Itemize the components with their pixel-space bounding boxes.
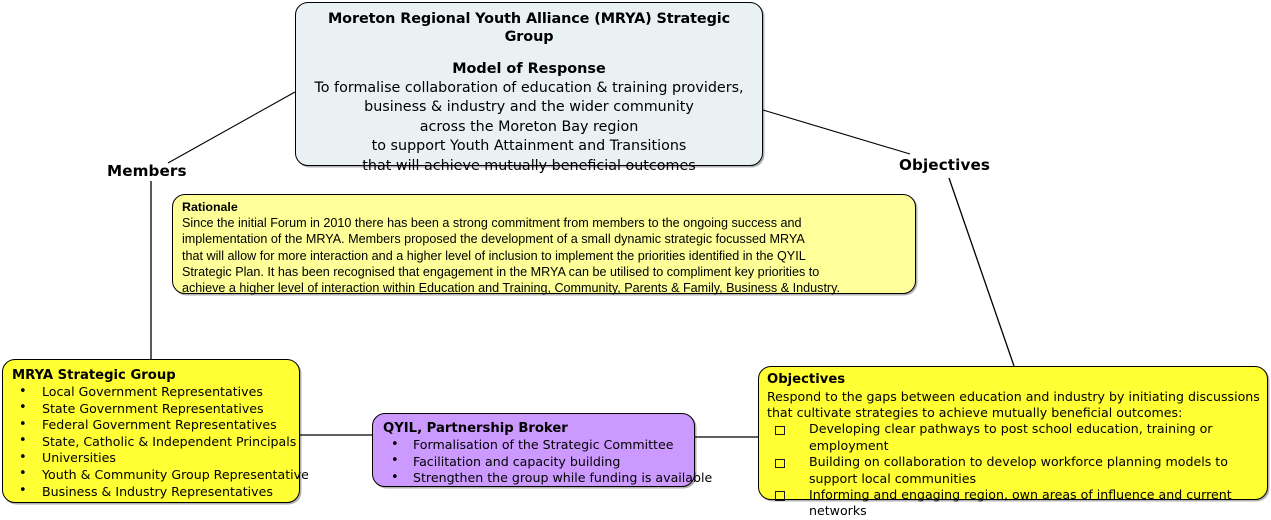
- list-item: Building on collaboration to develop wor…: [767, 454, 1262, 487]
- list-item: Youth & Community Group Representative: [12, 466, 309, 484]
- objectives-intro-line-2: that cultivate strategies to achieve mut…: [767, 404, 1183, 420]
- rationale-line-3: that will allow for more interaction and…: [182, 248, 806, 263]
- list-item: Federal Government Representatives: [12, 417, 293, 434]
- strategic-group-line-5: that will achieve mutually beneficial ou…: [362, 157, 696, 174]
- connector-objectives-label-to-objectives-box: [948, 177, 1015, 367]
- list-item: State, Catholic & Independent Principals: [12, 433, 296, 451]
- objectives-list: Developing clear pathways to post school…: [767, 421, 1262, 519]
- list-item: Facilitation and capacity building: [383, 453, 688, 471]
- qyil-partnership-broker-box: QYIL, Partnership Broker Formalisation o…: [372, 413, 712, 487]
- list-item: State Government Representatives: [12, 400, 293, 418]
- strategic-group-line-4: to support Youth Attainment and Transiti…: [371, 138, 687, 155]
- strategic-group-box: Moreton Regional Youth Alliance (MRYA) S…: [295, 2, 763, 174]
- list-item: Local Government Representatives: [12, 384, 293, 401]
- list-item: Strengthen the group while funding is av…: [383, 470, 712, 487]
- rationale-heading: Rationale: [182, 200, 238, 214]
- checkbox-icon: [775, 458, 785, 469]
- connector-strategic-to-objectives: [762, 109, 911, 155]
- rationale-line-4: Strategic Plan. It has been recognised t…: [182, 264, 820, 279]
- list-item: Informing and engaging region, own areas…: [767, 487, 1262, 520]
- objectives-heading: Objectives: [767, 372, 846, 387]
- strategic-group-line-1: To formalise collaboration of education …: [314, 80, 744, 96]
- checkbox-icon: [775, 425, 785, 436]
- objectives-intro-line-1: Respond to the gaps between education an…: [767, 388, 1260, 404]
- rationale-line-5: achieve a higher level of interaction wi…: [182, 281, 840, 296]
- strategic-group-subtitle: Model of Response: [452, 61, 606, 77]
- rationale-box: Rationale Since the initial Forum in 201…: [172, 194, 916, 296]
- list-item: Developing clear pathways to post school…: [767, 421, 1262, 454]
- list-item: Universities: [12, 450, 293, 467]
- rationale-line-2: implementation of the MRYA. Members prop…: [182, 232, 805, 247]
- list-item: Business & Industry Representatives: [12, 483, 293, 501]
- qyil-list: Formalisation of the Strategic Committee…: [383, 437, 712, 487]
- connector-strategic-to-members: [167, 91, 296, 164]
- objectives-box: Objectives Respond to the gaps between e…: [758, 366, 1268, 518]
- strategic-group-line-3: across the Moreton Bay region: [419, 118, 639, 135]
- mrya-members-box: MRYA Strategic Group Local Government Re…: [2, 359, 309, 503]
- rationale-line-1: Since the initial Forum in 2010 there ha…: [182, 216, 802, 230]
- mrya-members-list: Local Government Representatives State G…: [12, 384, 309, 501]
- list-item-label: Informing and engaging region, own areas…: [809, 486, 1232, 519]
- strategic-group-spacer: [306, 46, 752, 59]
- list-item-label: Building on collaboration to develop wor…: [809, 454, 1228, 486]
- qyil-heading: QYIL, Partnership Broker: [383, 421, 568, 436]
- strategic-group-line-2: business & industry and the wider commun…: [364, 99, 694, 116]
- checkbox-icon: [775, 491, 785, 501]
- list-item-label: Developing clear pathways to post school…: [809, 421, 1213, 453]
- branch-label-objectives: Objectives: [899, 156, 990, 174]
- branch-label-members: Members: [107, 162, 187, 180]
- strategic-group-title: Moreton Regional Youth Alliance (MRYA) S…: [327, 11, 731, 45]
- mrya-members-heading: MRYA Strategic Group: [12, 368, 176, 383]
- list-item: Formalisation of the Strategic Committee: [383, 437, 688, 454]
